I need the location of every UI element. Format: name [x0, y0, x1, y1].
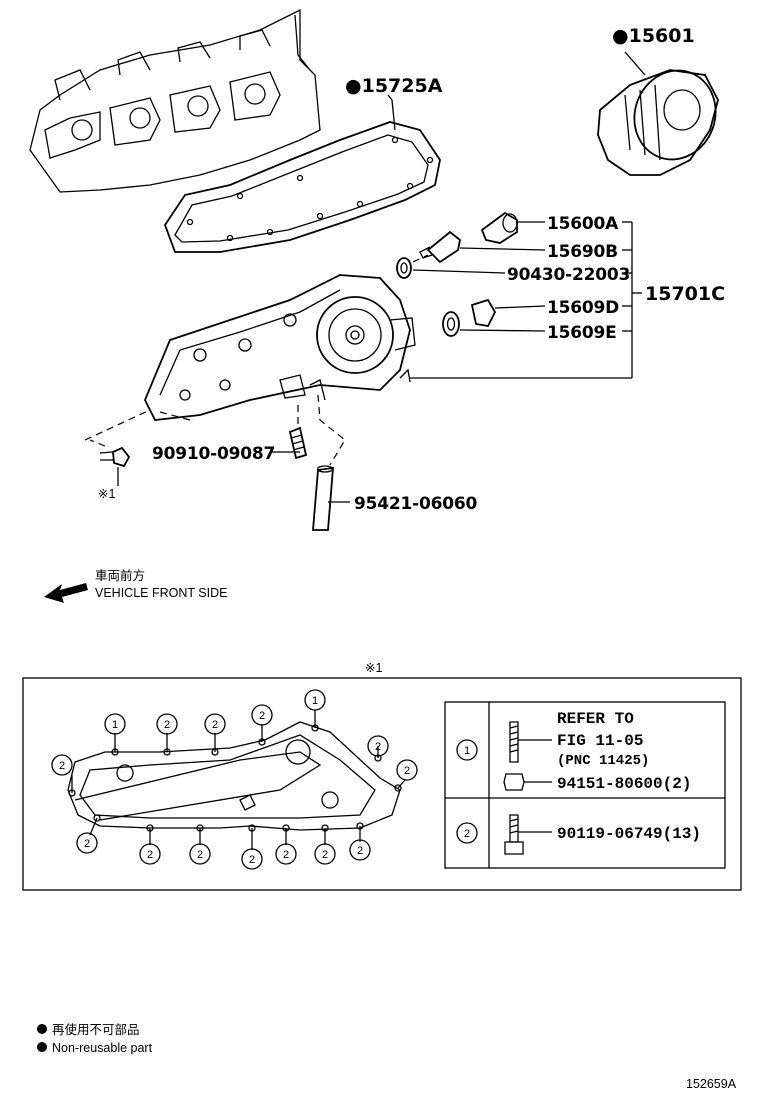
- assembly-lines: [84, 254, 429, 466]
- callout-1: 1: [112, 719, 118, 731]
- callout-2: 2: [84, 838, 90, 850]
- callout-2: 2: [197, 849, 203, 861]
- oil-filter-drawing: [597, 51, 719, 176]
- legend-jp: 再使用不可部品: [52, 1022, 140, 1037]
- front-label-jp: 車両前方: [95, 568, 145, 583]
- part-label-oil-filter: ●15601: [612, 25, 695, 47]
- ref-mark-1: ※1: [98, 487, 115, 501]
- callout-2: 2: [375, 741, 381, 753]
- callout-2: 2: [283, 849, 289, 861]
- part-label-15690b: 15690B: [547, 242, 618, 262]
- figure-code: 152659A: [686, 1077, 737, 1091]
- refer-to-line3: (PNC 11425): [557, 753, 649, 769]
- part-label-90430: 90430-22003: [507, 265, 630, 285]
- part-label-stud: 90910-09087: [152, 444, 275, 464]
- callout-2: 2: [212, 719, 218, 731]
- detail-frame: [22, 677, 742, 891]
- gasket-drawing: [163, 94, 441, 253]
- oil-cooler-drawing: [144, 274, 416, 421]
- vehicle-front-arrow-icon: [44, 583, 88, 603]
- stud-icon: [509, 721, 519, 763]
- callout-2: 2: [164, 719, 170, 731]
- part-label-gasket: ●15725A: [345, 75, 443, 97]
- detail-table: 1 2: [444, 701, 726, 869]
- part-label-pipe: 95421-06060: [354, 494, 478, 514]
- nut-icon: [503, 773, 525, 791]
- engine-block-drawing: [29, 8, 321, 193]
- callout-2: 2: [259, 710, 265, 722]
- part-label-15600a: 15600A: [547, 214, 619, 234]
- table-key-1: 1: [464, 745, 470, 757]
- callout-1: 1: [312, 695, 318, 707]
- legend-en: Non-reusable part: [52, 1041, 153, 1055]
- legend: [37, 1024, 47, 1052]
- leader-lines: [270, 221, 642, 503]
- refer-to-line1: REFER TO: [557, 710, 634, 728]
- callout-2: 2: [59, 760, 65, 772]
- table-part-row1: 94151-80600(2): [557, 775, 691, 793]
- front-label-en: VEHICLE FRONT SIDE: [95, 586, 227, 600]
- callout-2: 2: [249, 854, 255, 866]
- bullet-icon: [37, 1024, 47, 1034]
- table-part-row2: 90119-06749(13): [557, 825, 701, 843]
- table-key-2: 2: [464, 828, 470, 840]
- part-label-15609e: 15609E: [547, 323, 617, 343]
- detail-title: ※1: [365, 661, 382, 675]
- part-label-15609d: 15609D: [547, 298, 619, 318]
- detail-housing-drawing: [67, 710, 406, 850]
- callout-2: 2: [147, 849, 153, 861]
- bullet-icon: [37, 1042, 47, 1052]
- detail-callouts: 1 2 2 2 1 2 2 2 2 2 2 2 2 2 2: [51, 689, 418, 870]
- callout-2: 2: [357, 845, 363, 857]
- callout-2: 2: [322, 849, 328, 861]
- part-label-assembly: 15701C: [645, 283, 725, 305]
- refer-to-line2: FIG 11-05: [557, 732, 643, 750]
- callout-2: 2: [404, 765, 410, 777]
- small-parts-drawing: [99, 211, 518, 531]
